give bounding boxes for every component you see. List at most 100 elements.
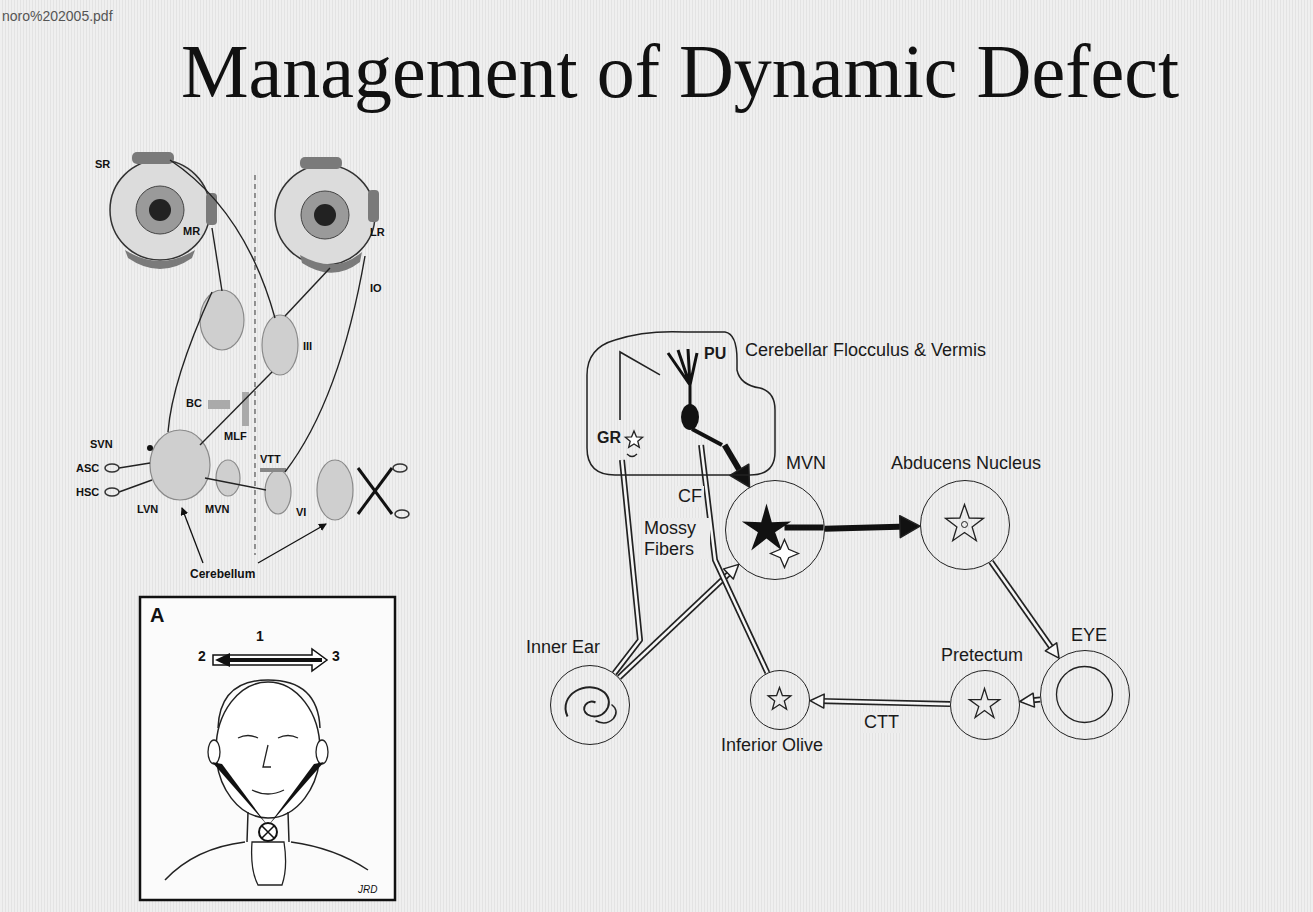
- granule-cell: GR: [595, 420, 645, 460]
- nucleus-circle-drawing: [768, 688, 791, 710]
- brainstem-nucleus: [150, 430, 210, 500]
- neural-pathway: [285, 268, 330, 316]
- node-label: Inner Ear: [526, 637, 600, 658]
- lesion-cross: [358, 468, 392, 514]
- structure-label: Cerebellum: [190, 568, 255, 582]
- sense-organ-circle: Inner Ear: [550, 665, 630, 745]
- purkinje-cell: PU: [660, 345, 730, 445]
- arrow-head: [900, 516, 920, 538]
- eye-circle: EYE: [1040, 650, 1130, 740]
- callout-number: 1: [256, 628, 264, 644]
- head-impulse-panel: [215, 653, 322, 667]
- right-eyeball: [300, 252, 362, 273]
- canal-label: HSC: [76, 486, 99, 499]
- fiber-outline: [991, 562, 1054, 652]
- purkinje-cell-drawing: [692, 429, 722, 445]
- lesion-cross: [358, 468, 392, 514]
- muscle-label: IO: [370, 282, 382, 295]
- head-impulse-panel: [252, 842, 286, 885]
- neural-pathway: [285, 256, 365, 472]
- neural-pathway: [205, 478, 266, 490]
- fiber-tract: [260, 468, 286, 472]
- neural-pathway: [119, 463, 150, 468]
- file-name: noro%202005.pdf: [2, 8, 113, 24]
- nucleus-circle-drawing: [969, 689, 999, 718]
- left-eyeball: [149, 199, 171, 221]
- head-impulse-panel: [140, 597, 395, 900]
- eye-circle-drawing: [1057, 667, 1113, 723]
- brainstem-nucleus: [265, 470, 291, 514]
- muscle-label: SR: [95, 158, 110, 171]
- pointer-arrow: [258, 524, 326, 563]
- neural-pathway: [119, 160, 365, 492]
- nucleus-circle-drawing: [726, 481, 826, 581]
- tract-label: BC: [186, 397, 202, 410]
- node-label: Cerebellar Flocculus & Vermis: [745, 340, 986, 361]
- node-label: PU: [704, 345, 726, 363]
- node-label: GR: [597, 429, 621, 447]
- fiber-tract: [208, 400, 230, 409]
- right-eyeball: [314, 204, 336, 226]
- nucleus-label: SVN: [90, 438, 113, 451]
- brainstem-nucleus: [200, 290, 244, 350]
- callout-number: 2: [198, 648, 206, 664]
- head-impulse-panel: [216, 682, 320, 818]
- artist-signature: JRD: [358, 884, 377, 896]
- right-eyeball: [368, 190, 379, 222]
- neural-pathway: [168, 292, 212, 432]
- left-eyeball: [110, 160, 210, 260]
- solid-arrow: [725, 445, 750, 487]
- fiber-core: [614, 460, 640, 673]
- semicircular-canal: [393, 464, 407, 472]
- fiber-pathway: [701, 445, 767, 673]
- sense-organ-circle-drawing: [566, 687, 609, 716]
- lesion-cross: [358, 468, 392, 514]
- edge-label: CF: [676, 486, 704, 507]
- nucleus-circle-drawing: [962, 522, 968, 528]
- left-eyeball: [125, 250, 195, 269]
- head-impulse-panel: [140, 597, 395, 900]
- neural-pathway: [200, 372, 272, 445]
- brainstem-nucleus: [262, 315, 298, 375]
- head-impulse-panel: [238, 736, 298, 795]
- nucleus-circle: Inferior Olive: [750, 670, 810, 730]
- node-label: Pretectum: [941, 645, 1023, 666]
- tract-label: VTT: [260, 453, 281, 466]
- granule-cell-drawing: [627, 454, 637, 457]
- fiber-pathway: [810, 694, 950, 708]
- edge-label: Mossy Fibers: [642, 518, 710, 559]
- canal-label: ASC: [76, 462, 99, 475]
- nucleus-circle-drawing: [951, 671, 1021, 741]
- semicircular-canal: [395, 510, 409, 518]
- head-impulse-panel: [208, 740, 220, 764]
- left-eyeball: [206, 193, 217, 225]
- node-label: MVN: [786, 453, 826, 474]
- solid-line: [825, 527, 908, 529]
- nucleus-label: III: [303, 340, 312, 353]
- neural-pathway: [212, 228, 222, 291]
- semicircular-canal: [105, 464, 119, 472]
- eye-circle-drawing: [1041, 651, 1131, 741]
- panel-letter: A: [150, 604, 164, 627]
- parallel-fiber: [620, 352, 660, 420]
- nucleus-label: VI: [296, 506, 306, 519]
- fiber-pathway: [1020, 693, 1040, 707]
- node-label: Inferior Olive: [721, 735, 823, 756]
- right-eyeball: [275, 157, 379, 273]
- brainstem-nucleus: [317, 460, 353, 520]
- purkinje-cell-drawing: [681, 404, 699, 430]
- fiber-tract: [208, 392, 286, 472]
- semicircular-canal: [105, 488, 119, 496]
- nucleus-circle: MVN: [725, 480, 825, 580]
- head-impulse-panel: [213, 649, 327, 671]
- muscle-label: MR: [183, 225, 200, 238]
- arrow-head: [1045, 643, 1059, 658]
- arrow-head: [1020, 693, 1035, 707]
- nucleus-circle-drawing: [771, 540, 799, 568]
- callout-number: 3: [332, 648, 340, 664]
- node-label: EYE: [1071, 625, 1107, 646]
- right-eyeball: [300, 157, 342, 169]
